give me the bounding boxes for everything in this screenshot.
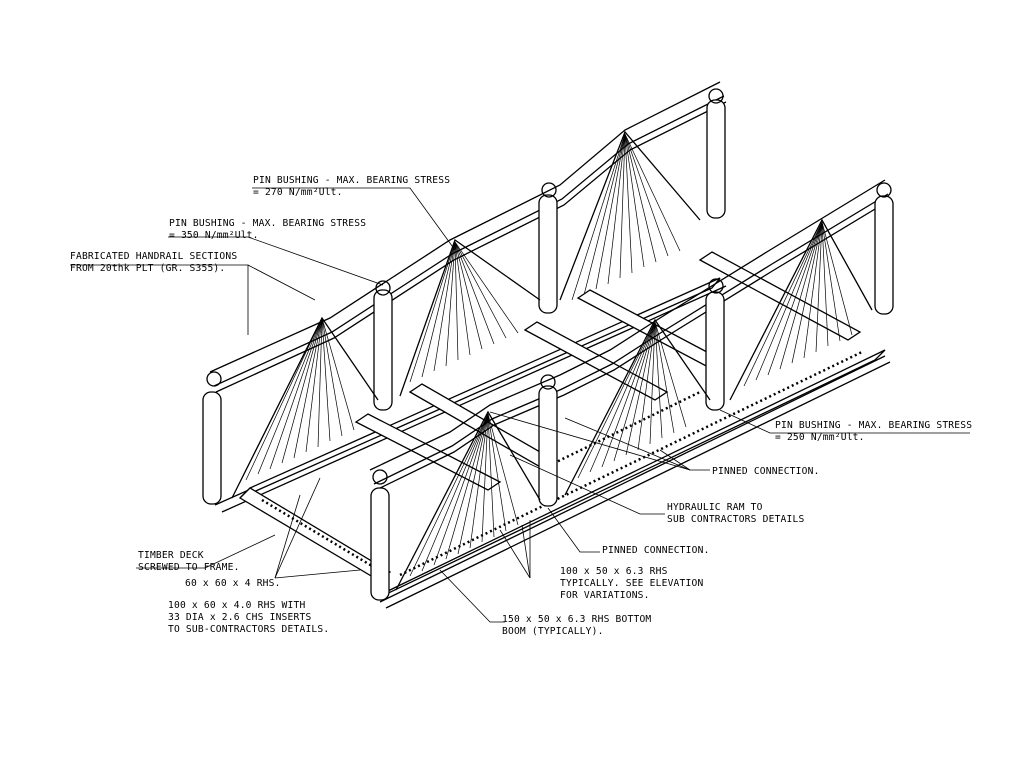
label-rhs-60: 60 x 60 x 4 RHS. [185,578,281,589]
label-rhs-100x60-1: 100 x 60 x 4.0 RHS WITH [168,600,305,611]
label-pinned-connection-1: PINNED CONNECTION. [712,466,820,477]
label-handrail-1: FABRICATED HANDRAIL SECTIONS [70,251,237,262]
deck-frame [238,251,886,599]
label-pin-bushing-top-1: PIN BUSHING - MAX. BEARING STRESS [253,175,450,186]
label-hydraulic-2: SUB CONTRACTORS DETAILS [667,514,804,525]
label-pin-bushing-mid-1: PIN BUSHING - MAX. BEARING STRESS [169,218,366,229]
label-handrail-2: FROM 20thk PLT (GR. S355). [70,263,225,274]
label-timber-2: SCREWED TO FRAME. [138,562,240,573]
front-truss [369,179,894,609]
label-rhs-100x50-1: 100 x 50 x 6.3 RHS [560,566,668,577]
label-pin-bushing-top-2: = 270 N/mm²Ult. [253,187,343,198]
label-pin-bushing-right-2: = 250 N/mm²Ult. [775,432,865,443]
label-rhs-100x60-3: TO SUB-CONTRACTORS DETAILS. [168,624,329,635]
label-pin-bushing-mid-2: = 350 N/mm²Ult. [169,230,259,241]
label-rhs-100x50-3: FOR VARIATIONS. [560,590,650,601]
label-timber-1: TIMBER DECK [138,550,204,561]
label-pinned-connection-2: PINNED CONNECTION. [602,545,710,556]
label-rhs-150-1: 150 x 50 x 6.3 RHS BOTTOM [502,614,651,625]
rear-truss [202,81,727,513]
label-rhs-150-2: BOOM (TYPICALLY). [502,626,604,637]
leader-lines [70,187,970,623]
label-rhs-100x50-2: TYPICALLY. SEE ELEVATION [560,578,703,589]
label-rhs-100x60-2: 33 DIA x 2.6 CHS INSERTS [168,612,311,623]
label-hydraulic-1: HYDRAULIC RAM TO [667,502,763,513]
annotation-labels: PIN BUSHING - MAX. BEARING STRESS = 270 … [70,175,972,637]
label-pin-bushing-right-1: PIN BUSHING - MAX. BEARING STRESS [775,420,972,431]
